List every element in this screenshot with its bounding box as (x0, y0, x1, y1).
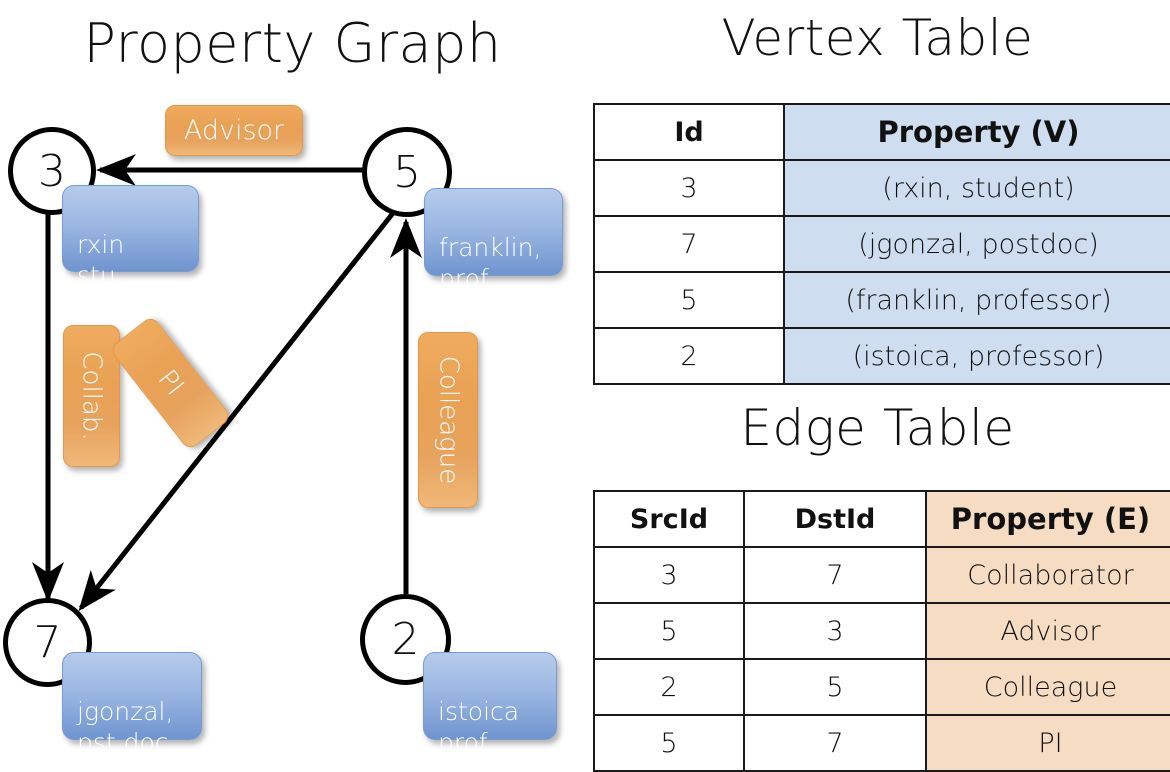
vertex-property-3-line2: stu. (77, 261, 124, 290)
vertex-property-2-line2: prof. (438, 728, 494, 757)
vertex-node-3-label: 3 (38, 145, 66, 197)
edge-table-header-row: SrcId DstId Property (E) (593, 490, 1170, 548)
edge-table-cell-srcid: 5 (593, 714, 745, 772)
edge-label-advisor-text: Advisor (183, 115, 285, 146)
edge-table: SrcId DstId Property (E) 3 7 Collaborato… (593, 490, 1170, 772)
edge-table-cell-dstid: 7 (743, 546, 927, 604)
page-title-property-graph: Property Graph (83, 12, 502, 75)
table-row: 2 5 Colleague (593, 658, 1170, 716)
vertex-table-cell-property: (rxin, student) (783, 159, 1170, 217)
edge-table-header-property: Property (E) (925, 490, 1170, 548)
vertex-table-header-row: Id Property (V) (593, 103, 1170, 161)
table-row: 7 (jgonzal, postdoc) (593, 215, 1170, 273)
vertex-node-7-label: 7 (33, 617, 62, 668)
edge-label-advisor: Advisor (165, 105, 303, 156)
edge-label-colleague-text: Colleague (433, 355, 464, 485)
vertex-property-5-line1: franklin, (439, 233, 542, 262)
vertex-property-7-line1: jgonzal, (77, 697, 174, 726)
vertex-property-7-line2: pst.doc. (77, 728, 177, 757)
edge-label-collab: Collab. (63, 325, 120, 467)
edge-table-cell-dstid: 7 (743, 714, 927, 772)
edge-table-cell-property: Colleague (925, 658, 1170, 716)
vertex-table-cell-property: (jgonzal, postdoc) (783, 215, 1170, 273)
vertex-property-3-line1: rxin (77, 230, 125, 259)
table-row: 5 3 Advisor (593, 602, 1170, 660)
edge-label-pi-text: PI (151, 364, 190, 402)
vertex-node-2-label: 2 (391, 614, 420, 665)
table-row: 2 (istoica, professor) (593, 327, 1170, 385)
vertex-table-cell-id: 7 (593, 215, 785, 273)
edge-table-header-srcid: SrcId (593, 490, 745, 548)
vertex-property-box-7: jgonzal, pst.doc. (62, 652, 202, 757)
vertex-table-header-property: Property (V) (783, 103, 1170, 161)
vertex-table-cell-property: (franklin, professor) (783, 271, 1170, 329)
vertex-property-box-2: istoica prof. (423, 652, 557, 757)
page-title-vertex-table: Vertex Table (721, 9, 1034, 67)
vertex-property-5-line2: prof. (439, 264, 495, 293)
edge-label-colleague: Colleague (418, 332, 478, 508)
edge-table-cell-property: Advisor (925, 602, 1170, 660)
vertex-node-2[interactable]: 2 (360, 594, 451, 685)
edge-table-cell-srcid: 2 (593, 658, 745, 716)
property-graph-diagram: 3 5 7 2 rxin stu. franklin, prof. jgonza… (0, 0, 585, 760)
vertex-property-box-5: franklin, prof. (424, 188, 563, 293)
table-row: 5 7 PI (593, 714, 1170, 772)
graph-edge-lines (32, 154, 422, 612)
edge-table-header-dstid: DstId (743, 490, 927, 548)
edge-table-cell-srcid: 5 (593, 602, 745, 660)
table-row: 3 7 Collaborator (593, 546, 1170, 604)
edge-table-cell-dstid: 5 (743, 658, 927, 716)
edge-table-cell-dstid: 3 (743, 602, 927, 660)
vertex-node-5[interactable]: 5 (362, 127, 452, 217)
vertex-table-header-id: Id (593, 103, 785, 161)
vertex-property-2-line1: istoica (438, 697, 520, 726)
vertex-node-5-label: 5 (393, 146, 421, 198)
edge-table-cell-property: Collaborator (925, 546, 1170, 604)
table-row: 3 (rxin, student) (593, 159, 1170, 217)
edge-line-5-to-7 (78, 206, 399, 612)
edge-table-cell-property: PI (925, 714, 1170, 772)
vertex-table: Id Property (V) 3 (rxin, student) 7 (jgo… (593, 103, 1170, 385)
edge-table-cell-srcid: 3 (593, 546, 745, 604)
vertex-table-cell-id: 5 (593, 271, 785, 329)
vertex-table-cell-id: 2 (593, 327, 785, 385)
vertex-property-box-3: rxin stu. (62, 185, 199, 290)
vertex-table-cell-id: 3 (593, 159, 785, 217)
table-row: 5 (franklin, professor) (593, 271, 1170, 329)
edge-label-collab-text: Collab. (76, 351, 107, 441)
page-title-edge-table: Edge Table (740, 399, 1015, 457)
vertex-table-cell-property: (istoica, professor) (783, 327, 1170, 385)
